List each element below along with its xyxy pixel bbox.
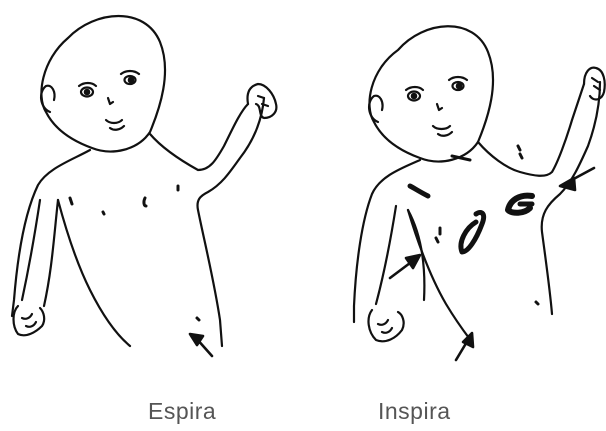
infant-inhaling <box>354 26 605 360</box>
retraction-mark-2 <box>436 238 438 242</box>
retraction-mark-1 <box>410 186 428 196</box>
infant-head-left <box>41 16 165 151</box>
infant-exhaling <box>12 16 276 356</box>
arrow-exhale <box>190 334 212 356</box>
arrow-inhale-side <box>390 255 420 278</box>
infant-hand-left <box>14 306 45 335</box>
panel-label-inhale: Inspira <box>378 398 451 425</box>
infant-head-right <box>369 26 493 161</box>
panel-label-exhale: Espira <box>148 398 216 425</box>
infant-fist-right <box>584 68 605 100</box>
retraction-mark-4 <box>461 212 484 252</box>
infant-hand-right <box>369 310 404 341</box>
arrow-inhale-abdomen <box>456 333 473 360</box>
